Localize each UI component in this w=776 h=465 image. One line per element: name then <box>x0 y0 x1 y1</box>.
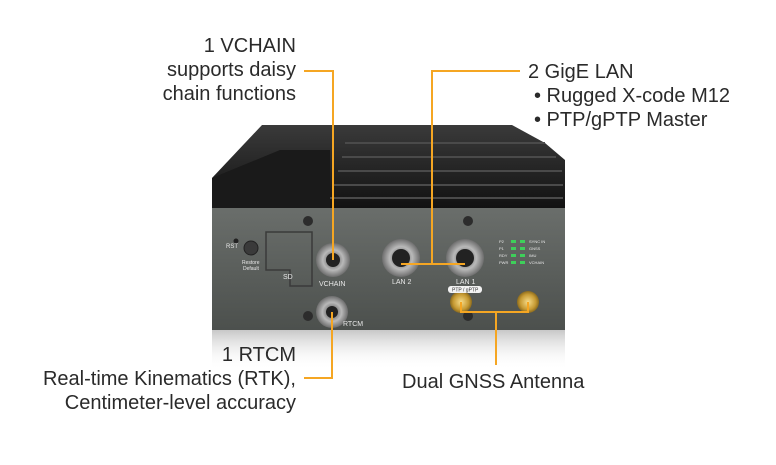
vchain-callout-line-2: supports daisy <box>167 59 296 81</box>
restore-default-button[interactable] <box>243 240 259 256</box>
led-label-gnss: GNSS <box>529 246 541 251</box>
lan1-label: LAN 1 <box>456 279 476 286</box>
vchain-label: VCHAIN <box>319 281 345 288</box>
lan-callout-title: 2 GigE LAN <box>528 61 634 83</box>
rtcm-callout-line-3: Centimeter-level accuracy <box>64 392 296 414</box>
led-label-p1: P1 <box>499 246 505 251</box>
lan1-port[interactable] <box>446 239 484 277</box>
led-label-p2: P2 <box>499 239 505 244</box>
lan2-label: LAN 2 <box>392 279 412 286</box>
lan-callout-bullet-1: • Rugged X-code M12 <box>534 85 731 107</box>
reset-pinhole[interactable] <box>233 238 239 244</box>
sd-slot[interactable] <box>265 231 313 287</box>
screw-icon <box>303 216 473 321</box>
vchain-callout-line-1: 1 VCHAIN <box>203 35 296 57</box>
rtcm-callout-line-1: 1 RTCM <box>221 344 296 366</box>
vchain-callout: 1 VCHAIN supports daisy chain functions <box>120 34 296 106</box>
restore-label-2: Default <box>243 266 259 272</box>
restore-label-1: Restore <box>242 260 260 266</box>
callout-lines <box>304 70 529 379</box>
rtcm-callout-line-2: Real-time Kinematics (RTK), <box>42 368 296 390</box>
heatsink <box>212 125 565 208</box>
rtcm-label: RTCM <box>343 321 363 328</box>
led-label-vchain: VCHAIN <box>529 260 544 265</box>
gnss-callout: Dual GNSS Antenna <box>402 370 622 394</box>
lan-callout-bullet-2: • PTP/gPTP Master <box>534 109 708 131</box>
led-label-imu: IMU <box>529 253 536 258</box>
led-label-sync: SYNC IN <box>529 239 545 244</box>
led-indicators <box>511 240 525 264</box>
led-label-rdy: RDY <box>499 253 508 258</box>
ptp-badge <box>448 286 482 293</box>
gnss-callout-label: Dual GNSS Antenna <box>402 371 585 393</box>
led-label-pwr: PWR <box>499 260 508 265</box>
lan-callout: 2 GigE LAN • Rugged X-code M12 • PTP/gPT… <box>528 60 768 132</box>
rst-label: RST <box>226 244 238 250</box>
lan2-port[interactable] <box>382 239 420 277</box>
rtcm-callout: 1 RTCM Real-time Kinematics (RTK), Centi… <box>20 343 296 415</box>
ptp-label: PTP / gPTP <box>452 288 479 294</box>
vchain-callout-line-3: chain functions <box>162 83 296 105</box>
sd-label: SD <box>283 274 293 281</box>
